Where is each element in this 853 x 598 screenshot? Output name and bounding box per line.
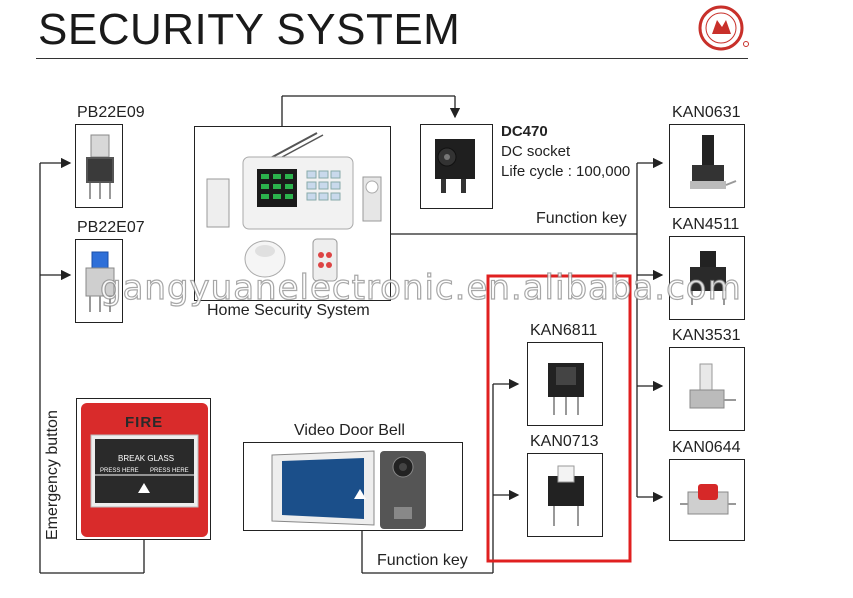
tact-switch-icon — [548, 363, 584, 415]
dc-socket-type: DC socket — [501, 143, 571, 160]
switch-label-kan0631: KAN0631 — [672, 104, 741, 121]
highlight-frame — [486, 274, 632, 563]
switch-label-kan6811: KAN6811 — [530, 322, 598, 339]
title-underline — [36, 58, 748, 59]
press-here-left: PRESS HERE — [100, 468, 139, 474]
switch-kan0644 — [669, 459, 745, 541]
switch-kan0631 — [669, 124, 745, 208]
switch-label-kan0713: KAN0713 — [530, 433, 599, 450]
emergency-button-label: Emergency button — [44, 410, 61, 540]
dc-socket-life: Life cycle : 100,000 — [501, 163, 631, 180]
switch-kan0713 — [527, 453, 603, 537]
video-door-bell-label: Video Door Bell — [294, 422, 405, 439]
home-security-label: Home Security System — [207, 302, 370, 319]
video-door-bell-frame — [243, 442, 463, 531]
tact-switch-icon — [690, 135, 737, 189]
video-doorbell-icon — [271, 450, 426, 529]
dc-socket-icon — [435, 139, 475, 193]
dc-socket-frame — [420, 124, 493, 209]
switch-kan6811 — [527, 342, 603, 426]
page-title: SECURITY SYSTEM — [38, 5, 461, 54]
smd-switch-icon — [680, 484, 736, 515]
switch-kan3531 — [669, 347, 745, 431]
switch-label-pb22e09: PB22E09 — [77, 104, 145, 121]
switch-pb22e09 — [75, 124, 123, 208]
switch-label-kan3531: KAN3531 — [672, 327, 741, 344]
function-key-label-top: Function key — [536, 210, 627, 227]
function-key-label-bottom: Function key — [377, 552, 468, 569]
tact-switch-icon — [689, 363, 736, 409]
fire-text: FIRE — [125, 414, 164, 431]
tact-switch-icon — [690, 251, 726, 305]
switch-label-kan4511: KAN4511 — [672, 216, 740, 233]
alarm-panel-icon — [206, 132, 382, 282]
dc-socket-model: DC470 — [501, 123, 548, 140]
press-here-right: PRESS HERE — [150, 468, 189, 474]
switch-pb22e07 — [75, 239, 123, 323]
home-security-frame — [194, 126, 391, 301]
tact-switch-icon — [548, 465, 584, 526]
push-switch-icon — [86, 134, 114, 199]
emergency-button-frame — [76, 398, 211, 540]
switch-label-kan0644: KAN0644 — [672, 439, 741, 456]
break-glass-text: BREAK GLASS — [118, 454, 175, 463]
switch-label-pb22e07: PB22E07 — [77, 219, 145, 236]
switch-kan4511 — [669, 236, 745, 320]
watermark-text: gangyuanelectronic.en.alibaba.com — [99, 267, 742, 308]
fire-alarm-icon — [81, 403, 208, 537]
push-switch-icon — [85, 251, 115, 312]
